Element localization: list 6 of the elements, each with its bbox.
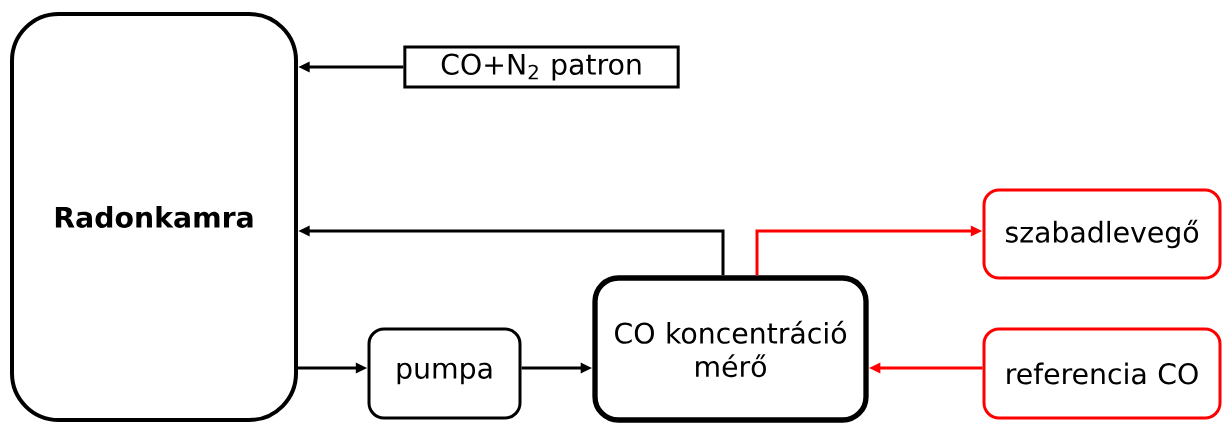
chamber-box: Radonkamra <box>10 12 298 422</box>
reference-box: referencia CO <box>982 327 1222 420</box>
pump-box: pumpa <box>367 327 522 420</box>
outlet-box: szabadlevegő <box>982 188 1222 280</box>
meter-box: CO koncentráció mérő <box>592 275 869 423</box>
cartridge-box: CO+N$_{2}$ patron <box>403 45 680 89</box>
